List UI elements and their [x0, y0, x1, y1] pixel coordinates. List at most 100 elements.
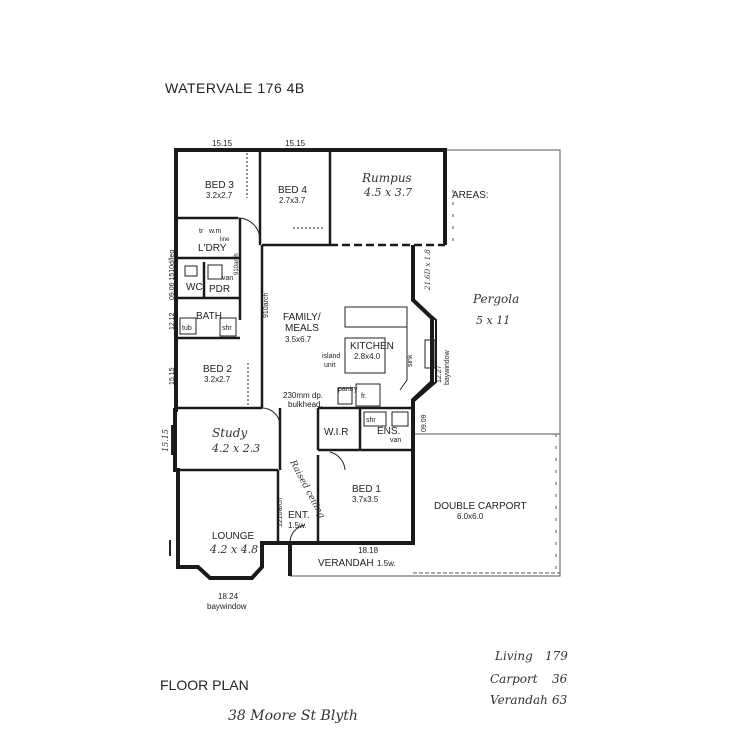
room-bed3-size: 3.2x2.7 — [206, 191, 233, 200]
ens-shower — [363, 411, 387, 427]
room-bed4-name: BED 4 — [278, 185, 307, 196]
area-living-label: Living — [494, 649, 533, 663]
room-pdr-van: van — [222, 275, 233, 282]
door-swing-ent — [289, 524, 306, 544]
room-lounge-name: LOUNGE — [212, 531, 255, 542]
area-verandah-value: 63 — [552, 693, 568, 707]
pantry-box — [337, 387, 353, 405]
ens-van — [391, 411, 409, 427]
room-wc-name: WC — [186, 282, 203, 293]
room-bed1-size: 3.7x3.5 — [352, 495, 379, 504]
room-ens-name: ENS. — [377, 426, 400, 437]
room-carport-size: 6.0x6.0 — [457, 512, 484, 521]
wc-pan — [184, 265, 198, 277]
exterior-wall-main — [173, 148, 447, 580]
room-family-line2: MEALS — [285, 323, 319, 334]
room-ldry-wm: w.m — [208, 228, 222, 235]
interior-walls — [176, 150, 445, 543]
area-verandah-label: Verandah — [490, 693, 548, 707]
dim-left-d: 15.15 — [161, 429, 170, 452]
room-wir-name: W.I.R — [324, 427, 348, 438]
room-bed3-name: BED 3 — [205, 180, 234, 191]
room-bed2-size: 3.2x2.7 — [204, 375, 231, 384]
kitchen-bay-wall — [412, 299, 437, 403]
dim-left-a: 09.06 1510d/leg — [169, 250, 176, 300]
outdoor-outlines — [290, 149, 561, 577]
room-bed1-name: BED 1 — [352, 484, 381, 495]
verandah-width: 1.5w. — [377, 559, 396, 568]
door-swing-bed3 — [237, 217, 261, 241]
pdr-vanity — [207, 264, 223, 280]
room-bed4-size: 2.7x3.7 — [279, 196, 306, 205]
room-kitchen-size: 2.8x4.0 — [354, 352, 381, 361]
dim-left-b: 12.12 — [169, 312, 176, 330]
room-family-size: 3.5x6.7 — [285, 335, 312, 344]
dim-bottom-lounge: 18.24 — [218, 592, 239, 601]
exterior-walls — [173, 148, 447, 580]
kitchen-island-line2: unit — [324, 362, 335, 369]
sink-box — [424, 339, 436, 369]
dim-right-bay: 12.27 — [436, 365, 443, 383]
room-study-name: Study — [212, 426, 247, 440]
pergola-outline — [447, 149, 561, 434]
dim-ens-side: 09.09 — [421, 414, 428, 432]
bulkhead-line1: 230mm dp. — [283, 391, 323, 400]
area-living-value: 179 — [545, 649, 568, 663]
area-carport-value: 36 — [552, 672, 568, 686]
plan-title: WATERVALE 176 4B — [165, 80, 305, 96]
area-carport-label: Carport — [490, 672, 538, 686]
kitchen-fr-label: fr. — [361, 393, 367, 400]
door-swing-bed2 — [261, 407, 281, 426]
bath-shower — [219, 317, 237, 337]
dim-right-kitchen: 21.6D x 1.8 — [424, 249, 432, 291]
dim-arch-910b: 910arch — [263, 293, 270, 318]
kitchen-bench-side — [399, 307, 408, 391]
fridge-box — [355, 383, 381, 407]
kitchen-sink-label: sink — [407, 354, 414, 367]
dim-arch-1210: 1210arch — [277, 498, 284, 527]
verandah-label: VERANDAH — [318, 558, 374, 569]
fixtures — [169, 153, 436, 556]
room-rumpus-size: 4.5 x 3.7 — [363, 186, 412, 199]
dim-top-mid: 15.15 — [285, 139, 306, 148]
areas-heading: AREAS: — [452, 190, 489, 201]
room-ens-shr: shr — [366, 417, 376, 424]
room-carport-name: DOUBLE CARPORT — [434, 501, 527, 512]
room-pdr-name: PDR — [209, 284, 230, 295]
room-pergola-size: 5 x 11 — [476, 314, 510, 327]
room-ent-name: ENT. — [288, 510, 310, 521]
room-bath-name: BATH — [196, 311, 222, 322]
room-family-line1: FAMILY/ — [283, 312, 321, 323]
room-study-size: 4.2 x 2.3 — [211, 442, 260, 455]
room-bath-tub: tub — [182, 325, 192, 332]
kitchen-pantry-label: pantry — [338, 386, 358, 393]
address-note: 38 Moore St Blyth — [228, 708, 358, 724]
area-summary: Living 179 Carport 36 Verandah 63 — [490, 649, 568, 707]
kitchen-island — [344, 337, 386, 374]
bulkhead-line2: bulkhead. — [288, 400, 323, 409]
room-kitchen-name: KITCHEN — [350, 341, 394, 352]
dim-right-bay-label: baywindow — [444, 349, 451, 385]
room-ldry-line: line — [220, 237, 230, 243]
room-ldry-tr: tr — [199, 228, 204, 235]
kitchen-bench — [344, 306, 408, 328]
room-ent-size: 1.5w. — [288, 521, 307, 530]
room-bath-shr: shr — [222, 325, 232, 332]
dim-arch-910: 910arch — [234, 253, 240, 275]
bath-tub — [179, 317, 197, 335]
room-lounge-size: 4.2 x 4.8 — [209, 543, 258, 556]
floor-plan-label: FLOOR PLAN — [160, 677, 249, 693]
room-ldry-name: L'DRY — [198, 243, 227, 254]
room-bed2-name: BED 2 — [203, 364, 232, 375]
dim-left-c: 15.15 — [169, 367, 176, 385]
kitchen-island-line1: island — [322, 353, 340, 360]
dim-bottom-lounge-bay: baywindow — [207, 602, 247, 611]
dim-top-left: 15.15 — [212, 139, 233, 148]
room-rumpus-name: Rumpus — [361, 171, 412, 185]
door-swing-bed1 — [329, 451, 346, 471]
carport-outline — [413, 433, 561, 577]
dim-bottom-bed1: 18.18 — [358, 546, 379, 555]
room-pergola-name: Pergola — [472, 292, 519, 306]
room-ens-van: van — [390, 437, 401, 444]
